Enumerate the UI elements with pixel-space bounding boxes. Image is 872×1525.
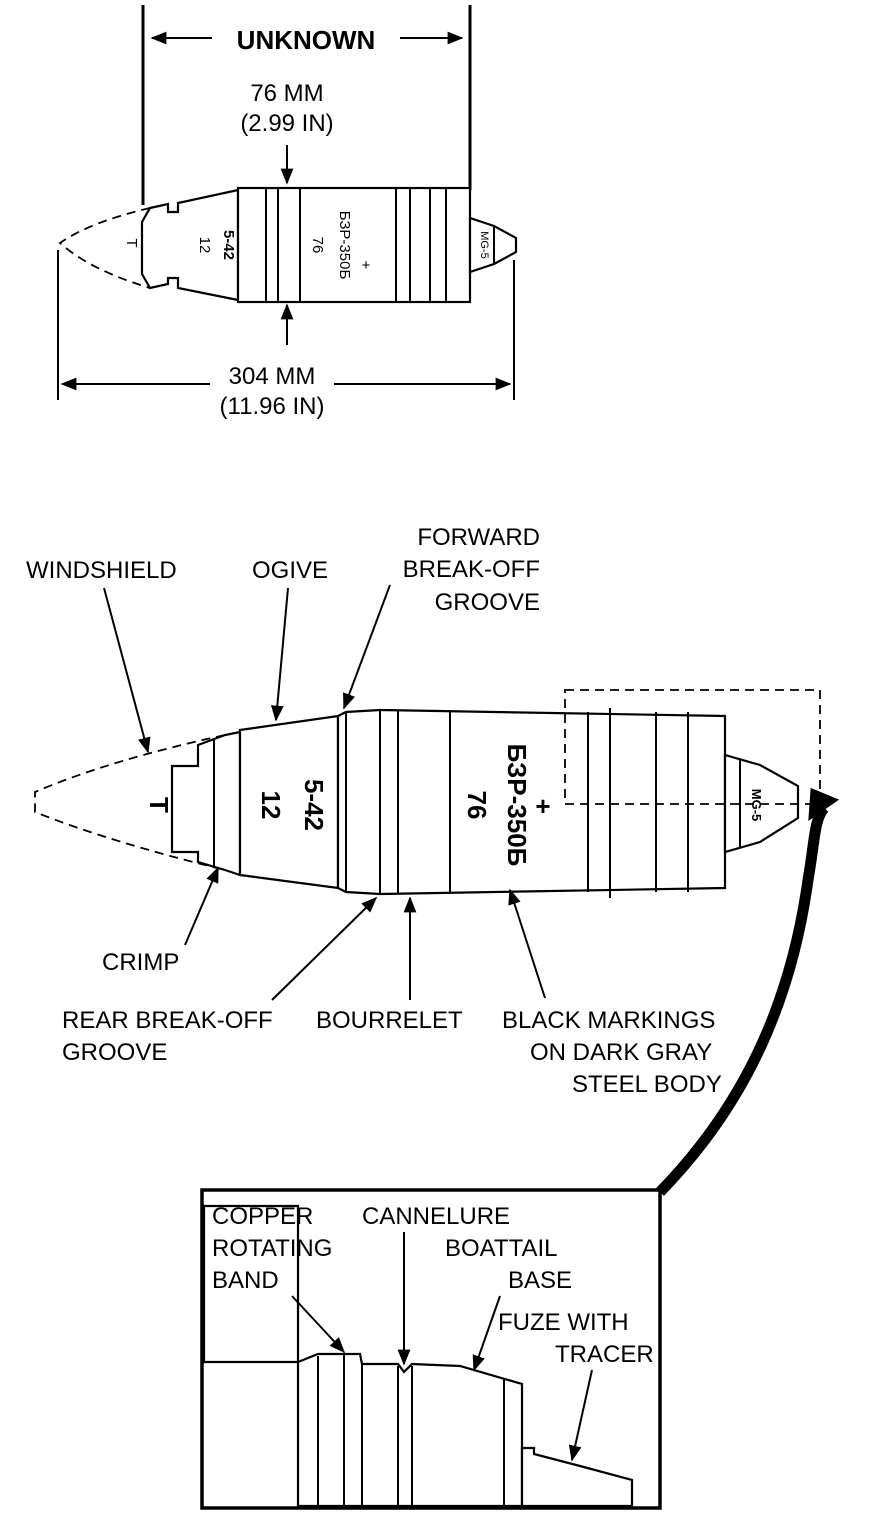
top-mark-plus: + (362, 257, 371, 274)
length-in-label: (11.96 IN) (220, 393, 325, 420)
detail-mark-caliber: 76 (462, 791, 492, 820)
detail-mark-plus: + (535, 791, 550, 821)
diameter-mm-label: 76 MM (250, 80, 323, 107)
leader-crimp (184, 866, 219, 946)
detail-windshield (34, 734, 226, 871)
top-mark-caliber: 76 (309, 237, 326, 254)
leader-markings (508, 888, 546, 999)
label-fuze-1: FUZE WITH (498, 1309, 629, 1336)
leader-band (291, 1295, 346, 1354)
inset-body-rear (202, 1204, 300, 1364)
label-forward-groove-1: FORWARD (417, 524, 540, 551)
leader-boattail (472, 1295, 501, 1372)
top-mark-lot: 12 (196, 237, 213, 254)
label-band-3: BAND (212, 1267, 279, 1294)
top-body (236, 186, 472, 304)
inset-connector-arrow (656, 804, 829, 1196)
leader-windshield (103, 587, 151, 754)
label-fuze-2: TRACER (555, 1341, 654, 1368)
top-view: UNKNOWN 76 MM (2.99 IN) T 12 5-42 76 БЗР… (57, 5, 518, 420)
top-mark-model: БЗР-350Б (336, 211, 353, 280)
detail-mark-lot: 12 (256, 791, 286, 820)
detail-mark-fuze: MG-5 (749, 789, 764, 822)
label-crimp: CRIMP (102, 949, 179, 976)
top-mark-date: 5-42 (220, 230, 237, 260)
label-boattail-2: BASE (508, 1267, 572, 1294)
top-windshield (58, 207, 151, 289)
label-ogive: OGIVE (252, 557, 328, 584)
label-boattail-1: BOATTAIL (445, 1235, 557, 1262)
top-mark-t: T (123, 238, 140, 247)
inset-body-base (296, 1352, 524, 1508)
detail-view: T 12 5-42 76 БЗР-350Б + MG-5 WINDSHIELD … (26, 524, 840, 1196)
detail-mark-date: 5-42 (299, 779, 329, 831)
label-windshield: WINDSHIELD (26, 557, 177, 584)
leader-fuze (568, 1369, 593, 1462)
label-band-2: ROTATING (212, 1235, 332, 1262)
label-markings-2: ON DARK GRAY (530, 1039, 712, 1066)
unknown-label: UNKNOWN (237, 25, 376, 55)
inset-body-bands (317, 1354, 505, 1506)
label-forward-groove-3: GROOVE (435, 589, 540, 616)
inset-connector-arrowhead (808, 787, 840, 822)
top-mark-fuze: MG-5 (478, 231, 490, 259)
label-band-1: COPPER (212, 1203, 313, 1230)
top-ogive (140, 188, 240, 302)
label-markings-3: STEEL BODY (572, 1071, 722, 1098)
leader-ogive (270, 587, 289, 722)
label-rear-groove-1: REAR BREAK-OFF (62, 1007, 273, 1034)
label-forward-groove-2: BREAK-OFF (403, 556, 540, 583)
label-rear-groove-2: GROOVE (62, 1039, 167, 1066)
label-cannelure: CANNELURE (362, 1203, 510, 1230)
detail-body-bands (345, 708, 689, 898)
diameter-in-label: (2.99 IN) (240, 110, 333, 137)
detail-body (336, 708, 727, 896)
leader-forward-groove (343, 584, 391, 710)
label-markings-1: BLACK MARKINGS (502, 1007, 715, 1034)
top-body-bands (265, 188, 447, 302)
detail-mark-model: БЗР-350Б (502, 744, 532, 867)
length-mm-label: 304 MM (229, 363, 316, 390)
leader-rear-groove (271, 896, 378, 1001)
label-bourrelet: BOURRELET (316, 1007, 463, 1034)
detail-crimp (170, 730, 242, 877)
inset-fuze (520, 1446, 634, 1508)
inset-view: COPPER ROTATING BAND CANNELURE BOATTAIL … (200, 1188, 662, 1510)
detail-mark-t: T (144, 797, 174, 813)
